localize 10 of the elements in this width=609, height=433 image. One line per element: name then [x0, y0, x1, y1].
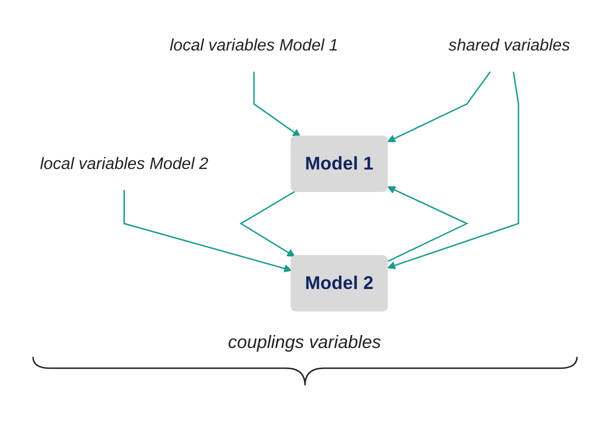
- node-text: shared variables: [448, 36, 570, 54]
- arrow: [252, 72, 300, 137]
- arrow: [122, 190, 292, 272]
- note-text: couplings variables: [228, 332, 382, 353]
- node-text: local variables Model 1: [169, 36, 338, 54]
- arrow: [239, 190, 295, 257]
- arrow: [386, 72, 519, 270]
- node-text: local variables Model 2: [39, 154, 208, 172]
- arrow: [386, 71, 490, 142]
- arrow: [386, 186, 468, 262]
